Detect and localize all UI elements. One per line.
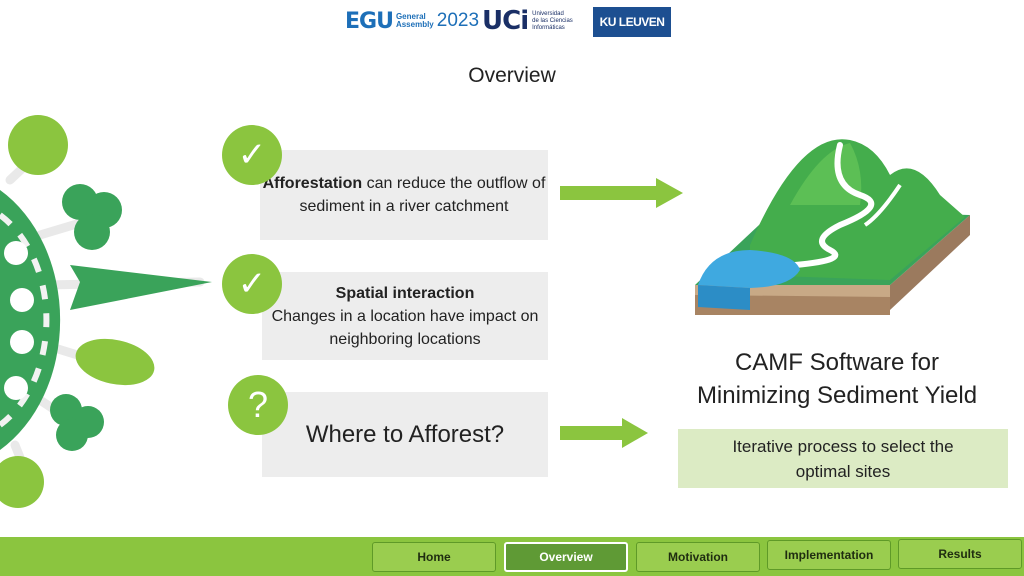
uci-logo: UCi Universidad de las Ciencias Informát… <box>482 2 582 40</box>
afforestation-card-bold: Afforestation <box>262 175 363 192</box>
leaf-pine <box>70 265 212 310</box>
uci-logo-line1: Universidad <box>532 10 564 17</box>
where-to-afforest-card-text: Where to Afforest? <box>305 420 505 448</box>
arrow-right-icon <box>560 178 683 208</box>
iterative-process-line2: optimal sites <box>795 461 891 481</box>
spatial-interaction-card: Spatial interaction Changes in a locatio… <box>262 272 548 360</box>
page-title: Overview <box>468 64 556 87</box>
checkmark-icon: ✓ <box>222 125 282 185</box>
egu-logo-year: 2023 <box>436 10 480 31</box>
nav-home-button[interactable]: Home <box>372 542 496 572</box>
trunk-dash <box>0 212 50 428</box>
tree-illustration <box>0 115 212 508</box>
camf-heading-line1: CAMF Software for <box>734 349 940 376</box>
uci-logo-mark: UCi <box>482 6 529 36</box>
checkmark-icon: ✓ <box>222 254 282 314</box>
egu-logo: EGU General Assembly 2023 <box>345 4 479 38</box>
nav-motivation-button[interactable]: Motivation <box>636 542 760 572</box>
spatial-interaction-card-bold: Spatial interaction <box>335 284 475 302</box>
leaf-round-top <box>8 115 68 175</box>
iterative-process-line1: Iterative process to select the <box>732 436 954 456</box>
trunk-dots <box>4 241 34 400</box>
terrain-side-right <box>890 215 970 310</box>
nav-results-button[interactable]: Results <box>898 539 1022 569</box>
leaf-cluster-low <box>50 394 104 451</box>
spatial-interaction-card-text: Changes in a location have impact on nei… <box>271 307 539 348</box>
ku-leuven-logo: KU LEUVEN <box>593 7 671 37</box>
nav-overview-button[interactable]: Overview <box>504 542 628 572</box>
camf-heading-line2: Minimizing Sediment Yield <box>696 382 978 409</box>
afforestation-card: Afforestation can reduce the outflow of … <box>260 150 548 240</box>
question-mark-icon: ? <box>228 375 288 435</box>
uci-logo-line2: de las Ciencias <box>532 17 573 24</box>
landscape-illustration <box>695 139 970 315</box>
uci-logo-line3: Informáticas <box>532 24 565 31</box>
arrow-right-icon <box>560 418 648 448</box>
where-to-afforest-card: Where to Afforest? <box>262 392 548 477</box>
lake <box>698 250 800 288</box>
egu-logo-line2: Assembly <box>395 20 434 29</box>
camf-heading: CAMF Software for Minimizing Sediment Yi… <box>668 346 1006 412</box>
leaf-clover <box>62 184 122 250</box>
iterative-process-box: Iterative process to select the optimal … <box>678 429 1008 488</box>
egu-logo-line1: General <box>395 12 426 21</box>
mountains <box>750 139 965 280</box>
egu-logo-mark: EGU <box>345 8 394 34</box>
leaf-round-bottom <box>0 456 44 508</box>
river <box>792 142 875 268</box>
leaf-oval <box>75 338 155 386</box>
nav-implementation-button[interactable]: Implementation <box>767 540 891 570</box>
afforestation-card-text: can reduce the outflow of sediment in a … <box>299 175 546 215</box>
